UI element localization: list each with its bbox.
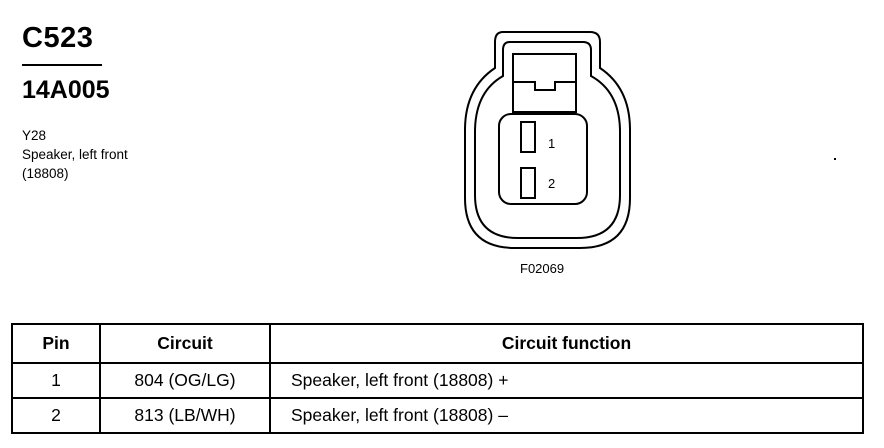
terminal-body	[498, 113, 588, 205]
component-info: Y28 Speaker, left front (18808)	[22, 126, 128, 183]
connector-face-diagram: 1 2	[464, 31, 631, 249]
pin-cavity-1	[520, 121, 536, 153]
pin-cell: 1	[11, 362, 101, 399]
figure-id: F02069	[520, 261, 565, 276]
component-description: Speaker, left front	[22, 147, 128, 162]
circuit-function-cell: Speaker, left front (18808) –	[269, 397, 864, 434]
circuit-cell: 813 (LB/WH)	[99, 397, 271, 434]
pin-cavity-2	[520, 167, 536, 199]
circuit-function-cell: Speaker, left front (18808) +	[269, 362, 864, 399]
lock-tab-notch	[513, 81, 576, 91]
table-row: 2 813 (LB/WH) Speaker, left front (18808…	[11, 397, 864, 434]
column-header-circuit: Circuit	[99, 323, 271, 364]
component-reference: (18808)	[22, 166, 69, 181]
connector-id-underline	[22, 64, 102, 66]
pin-label-1: 1	[548, 136, 555, 151]
connector-housing-outline	[464, 31, 631, 249]
table-header-row: Pin Circuit Circuit function	[11, 323, 864, 364]
stray-dot	[834, 158, 836, 160]
component-code: Y28	[22, 128, 47, 143]
pin-cell: 2	[11, 397, 101, 434]
pin-table: Pin Circuit Circuit function 1 804 (OG/L…	[11, 323, 864, 434]
part-number: 14A005	[22, 76, 110, 104]
column-header-pin: Pin	[11, 323, 101, 364]
connector-id: C523	[22, 22, 94, 54]
pin-label-2: 2	[548, 176, 555, 191]
circuit-cell: 804 (OG/LG)	[99, 362, 271, 399]
column-header-circuit-function: Circuit function	[269, 323, 864, 364]
connector-inner-outline	[474, 41, 621, 239]
table-row: 1 804 (OG/LG) Speaker, left front (18808…	[11, 362, 864, 399]
